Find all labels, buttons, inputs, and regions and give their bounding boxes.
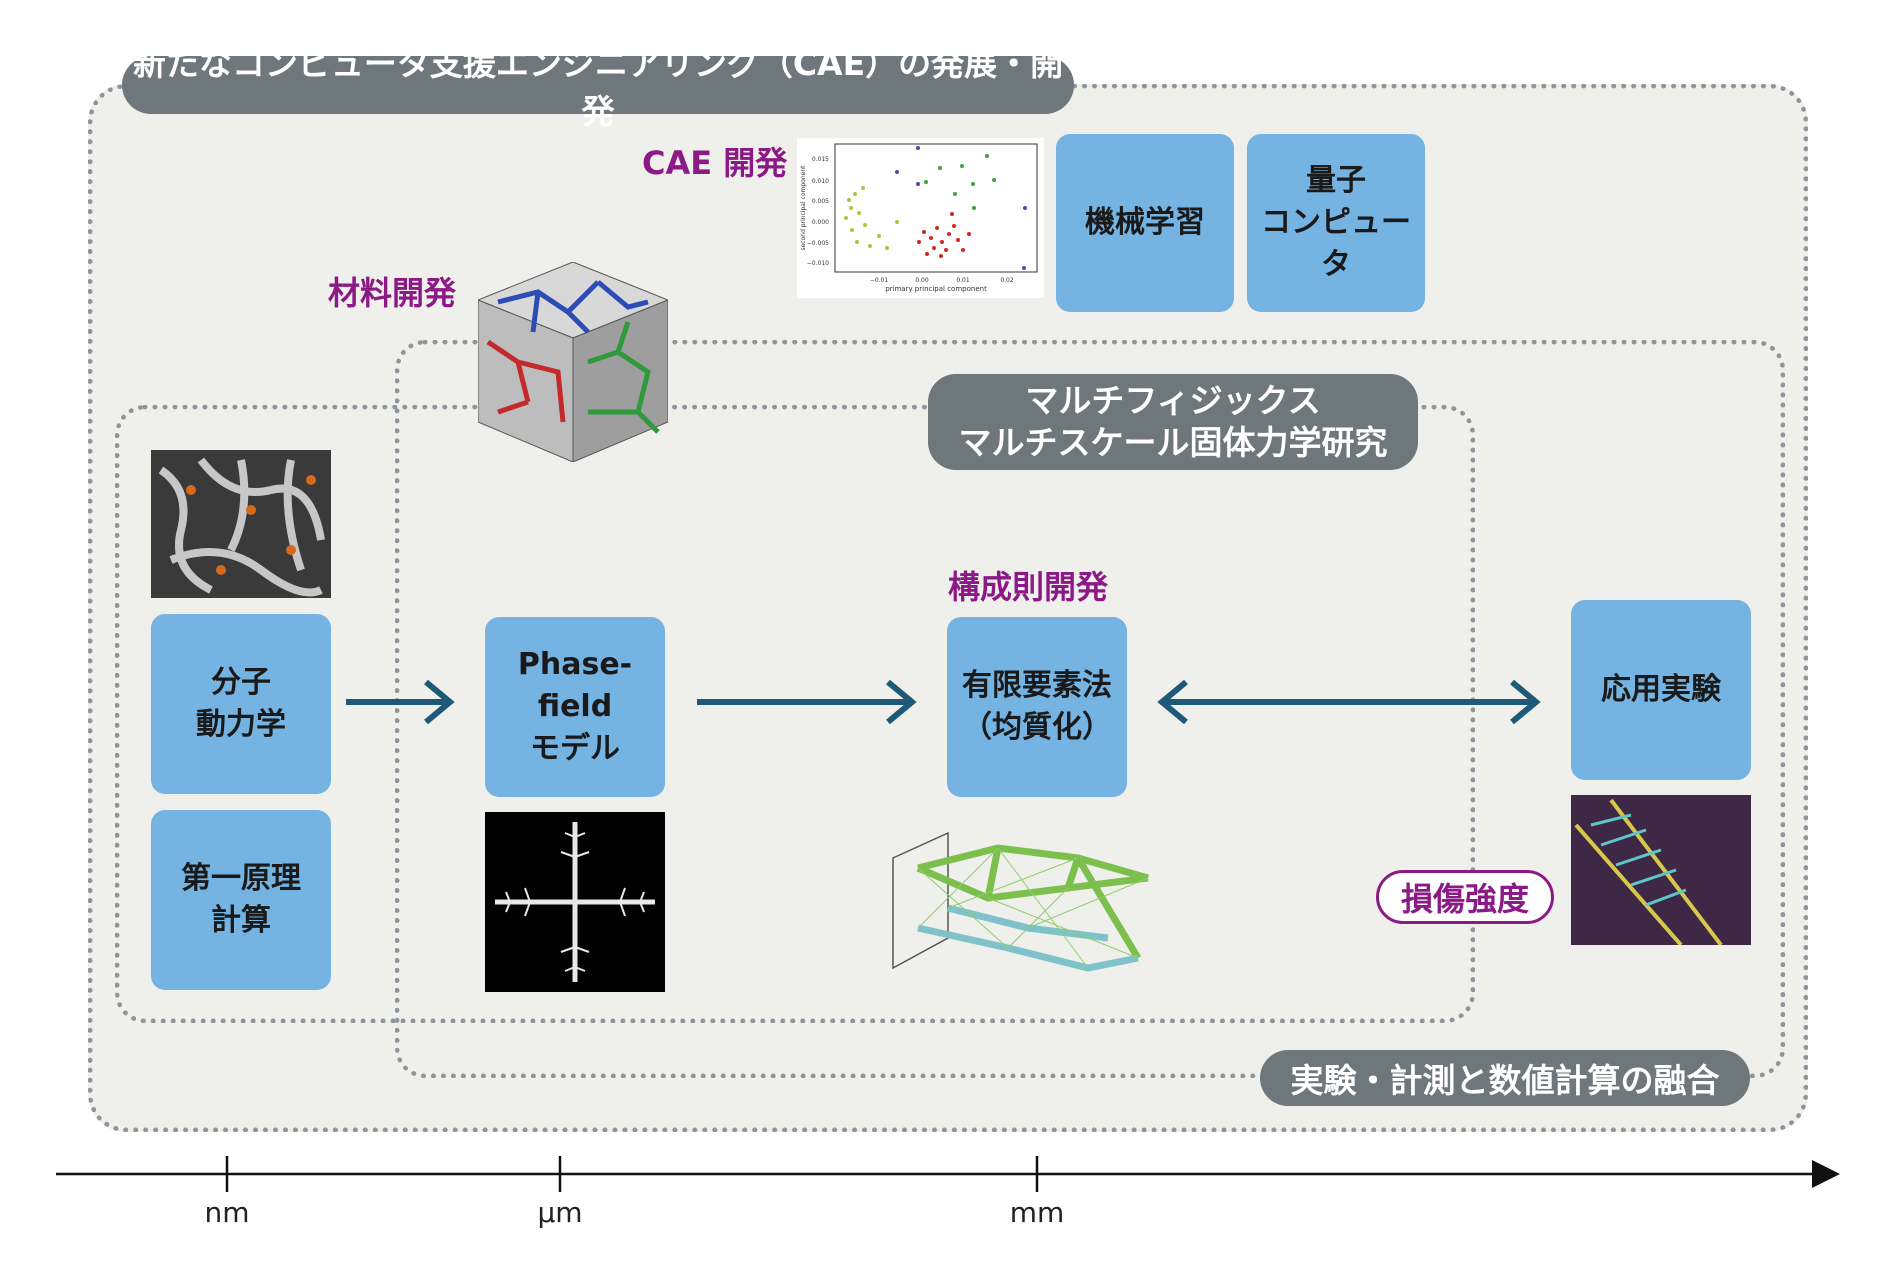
xtick: 0.02 [1000,277,1014,284]
fusion-region [395,340,1785,1078]
ytick: −0.010 [807,260,829,267]
pca-scatter-svg: second principal component primary princ… [800,143,1038,293]
ytick: 0.005 [812,198,829,205]
micrograph-svg [1574,798,1723,947]
fp-text-1: 第一原理 [181,861,301,896]
damage-strength-label: 損傷強度 [1376,870,1554,924]
axis-tick-um: μm [537,1196,583,1229]
dendrite-image [485,812,665,992]
scatter-ylabel: second principal component [800,165,807,251]
truss-structure-image [888,828,1158,998]
fusion-pill: 実験・計測と数値計算の融合 [1260,1050,1750,1106]
multiphysics-pill: マルチフィジックス マルチスケール固体力学研究 [928,374,1418,470]
machine-learning-box: 機械学習 [1056,134,1234,312]
fp-text-2: 計算 [211,903,271,938]
damage-micrograph-image [1571,795,1751,947]
quantum-computer-box: 量子 コンピュータ [1247,134,1425,312]
quantum-text-2: コンピュータ [1261,205,1411,282]
fem-text-2: （均質化） [962,710,1112,745]
multiphysics-line-1: マルチフィジックス [1025,381,1321,420]
first-principles-box: 第一原理 計算 [151,810,331,990]
damage-strength-text: 損傷強度 [1400,880,1529,918]
axis-tick-nm: nm [204,1196,250,1229]
material-dev-label: 材料開発 [328,274,457,312]
scatter-xlabel: primary principal component [885,285,987,293]
xtick: 0.01 [956,277,970,284]
arrow-pf-to-fem [697,679,917,725]
md-text-1: 分子 [211,665,271,700]
md-text-2: 動力学 [196,707,286,742]
title-text: 新たなコンピュータ支援エンジニアリング（CAE）の発展・開発 [132,44,1064,131]
cae-dev-label: CAE 開発 [642,144,788,182]
fem-box: 有限要素法 （均質化） [947,617,1127,797]
fusion-text: 実験・計測と数値計算の融合 [1290,1061,1720,1100]
pf-text-1: Phase-field [517,647,633,724]
ytick: 0.010 [812,178,829,185]
constitutive-dev-label: 構成則開発 [948,568,1109,606]
network-svg [158,457,325,597]
title-pill: 新たなコンピュータ支援エンジニアリング（CAE）の発展・開発 [122,44,1074,131]
machine-learning-text: 機械学習 [1085,205,1205,240]
arrow-md-to-pf [346,679,455,725]
xtick: −0.01 [870,277,889,284]
ytick: 0.000 [812,219,829,226]
phase-field-box: Phase-field モデル [485,617,665,797]
quantum-text-1: 量子 [1306,163,1366,198]
applied-experiment-box: 応用実験 [1571,600,1751,780]
scatter-points [844,146,1027,270]
xtick: 0.00 [915,277,929,284]
pca-scatter-plot: second principal component primary princ… [797,138,1044,298]
ytick: −0.005 [807,240,829,247]
exp-text-1: 応用実験 [1601,672,1721,707]
molecular-network-image [151,450,331,598]
multiphysics-line-2: マルチスケール固体力学研究 [958,423,1388,462]
dendrite-svg [495,822,655,982]
fem-text-1: 有限要素法 [962,668,1112,703]
multiphysics-region [115,405,1475,1023]
axis-tick-mm: mm [1009,1196,1065,1229]
arrow-fem-experiment-bidirectional [1157,679,1541,725]
pf-text-2: モデル [530,731,620,766]
molecular-dynamics-box: 分子 動力学 [151,614,331,794]
truss-svg [892,831,1149,972]
ytick: 0.015 [812,156,829,163]
scale-axis [56,1156,1840,1192]
cube-svg [476,261,670,463]
polycrystal-cube-image [476,261,670,463]
